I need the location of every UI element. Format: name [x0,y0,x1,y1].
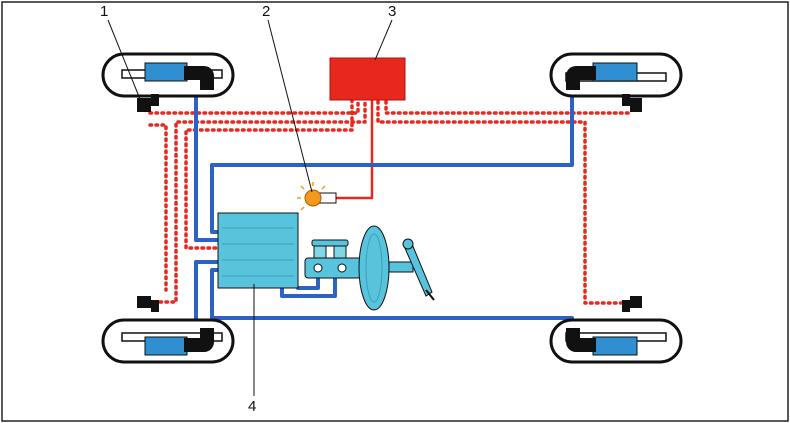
wheel-speed-sensor-front-right [622,94,642,112]
hydraulic-modulator [217,212,299,289]
callout-label-1: 1 [100,3,109,20]
wheel-speed-sensor-rear-right [622,296,642,312]
wheel-rear-left [101,296,235,364]
leader-1 [107,19,143,105]
sensor-wiring [148,98,630,305]
brake-pedal [388,238,435,301]
leader-2 [267,19,313,193]
warning-lamp [297,182,337,211]
brake-booster [358,225,390,311]
wheel-speed-sensor-rear-left [137,296,159,312]
master-cylinder [304,239,362,279]
wheel-speed-sensor-front-left [137,94,159,112]
abs-control-unit [329,57,406,101]
wheel-rear-right [549,296,683,364]
warning-lamp-wire [336,100,374,200]
callout-label-4: 4 [248,398,257,415]
wheel-front-right [549,52,683,112]
wheel-front-left [101,52,235,112]
callout-label-3: 3 [388,3,397,20]
callout-label-2: 2 [262,3,271,20]
leader-3 [374,19,393,61]
